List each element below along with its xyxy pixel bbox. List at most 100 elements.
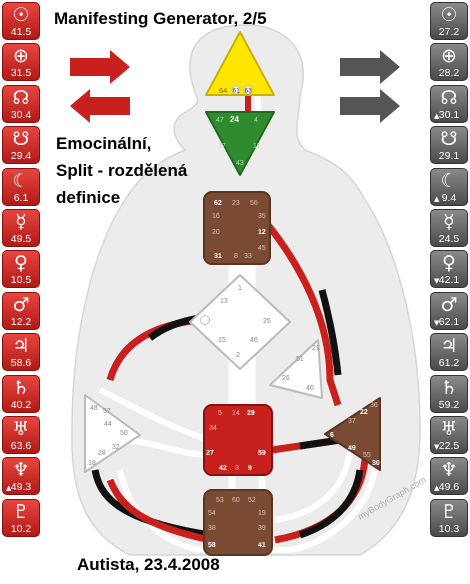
gate-label: 11 — [253, 143, 260, 150]
gate-line-value: 27.2 — [438, 26, 460, 38]
fixing-arrow-icon: ▼ — [434, 442, 440, 451]
gate-line-value: 41.5 — [10, 26, 32, 38]
fixing-arrow-icon: ▲ — [434, 484, 440, 493]
root-center: 53 60 52 54 19 38 39 58 41 — [203, 489, 273, 556]
neptune-icon: ♆ — [12, 459, 30, 482]
uranus-icon: ♅ — [12, 417, 30, 440]
gate-line-value: 49.5 — [10, 232, 32, 245]
ajna-center: 47 24 4 17 11 43 — [205, 111, 275, 176]
gate-line-value: 10.5 — [10, 274, 32, 287]
planet-south-node: ☋29.4 — [2, 126, 40, 165]
gate-line-value: 58.6 — [10, 357, 32, 370]
gate-label: 18 — [88, 460, 96, 467]
gate-label: 36 — [370, 402, 378, 409]
definition-line-1: Emocinální, — [56, 134, 152, 153]
design-arrow-left — [70, 89, 130, 123]
earth-icon: ⊕ — [441, 45, 457, 68]
gate-label: 35 — [258, 213, 266, 220]
mercury-icon: ☿ — [15, 210, 27, 233]
gate-label: 55 — [363, 452, 371, 459]
gate-label: 60 — [232, 497, 240, 504]
gate-label: 26 — [282, 375, 290, 382]
gate-label: 27 — [206, 450, 214, 457]
planet-north-node: ☊30.4 — [2, 84, 40, 123]
fixing-arrow-icon: ▼ — [434, 318, 440, 327]
gate-line-value: 49.3 — [10, 481, 32, 494]
gate-line-value: 63.6 — [10, 439, 32, 452]
gate-label: 51 — [296, 356, 304, 363]
pluto-icon: ♇ — [12, 500, 30, 523]
planet-south-node: ☋29.1 — [430, 126, 468, 165]
gate-label: 34 — [209, 425, 217, 432]
planet-mars: ♂12.2 — [2, 291, 40, 330]
gate-label: 17 — [218, 143, 226, 150]
gate-label: 58 — [208, 542, 216, 549]
gate-label: 48 — [90, 405, 98, 412]
gate-label: 23 — [232, 200, 240, 207]
gate-line-value: 29.4 — [10, 150, 32, 163]
gate-label: 42 — [219, 465, 227, 472]
mars-icon: ♂ — [440, 293, 458, 316]
gate-label: 62 — [214, 200, 222, 207]
planet-neptune: ♆▲49.6 — [430, 457, 468, 496]
south-node-icon: ☋ — [440, 128, 458, 151]
gate-line-value: 61.2 — [438, 357, 460, 370]
gate-label: 47 — [216, 117, 224, 124]
g-center: 1 13 25 15 46 2 — [189, 274, 291, 370]
planet-saturn: ♄59.2 — [430, 374, 468, 413]
gate-line-value: 29.1 — [438, 150, 460, 163]
planet-mars: ♂▼62.1 — [430, 291, 468, 330]
gate-line-value: 10.3 — [438, 522, 460, 535]
gate-line-value: 40.2 — [10, 398, 32, 411]
venus-icon: ♀ — [14, 252, 28, 275]
mars-icon: ♂ — [12, 293, 30, 316]
gate-line-value: 9.4 — [441, 191, 457, 204]
earth-icon: ⊕ — [13, 45, 29, 68]
spleen-center: 48 57 44 50 32 28 18 — [84, 394, 141, 473]
gate-label: 37 — [348, 418, 356, 425]
design-arrow-right — [70, 50, 130, 84]
gate-label: 50 — [120, 430, 128, 437]
gate-label: 57 — [103, 408, 111, 415]
fixing-arrow-icon: ▲ — [434, 194, 440, 203]
fixing-arrow-icon: ▼ — [434, 277, 440, 286]
gate-line-value: 6.1 — [13, 191, 29, 204]
jupiter-icon: ♃ — [12, 335, 30, 358]
planet-moon: ☾▲9.4 — [430, 167, 468, 206]
gate-line-value: 42.1 — [438, 274, 460, 287]
gate-label: 19 — [258, 510, 266, 517]
venus-icon: ♀ — [442, 252, 456, 275]
head-center: 64 61 63 — [205, 31, 275, 96]
design-column: ☉41.5⊕31.5☊30.4☋29.4☾6.1☿49.5♀10.5♂12.2♃… — [2, 2, 40, 540]
mercury-icon: ☿ — [443, 210, 455, 233]
gate-label: 13 — [220, 298, 228, 305]
gate-label: 30 — [372, 460, 380, 467]
gate-line-value: 24.5 — [438, 232, 460, 245]
gate-line-value: 28.2 — [438, 67, 460, 80]
gate-label: 38 — [208, 525, 216, 532]
gate-label: 46 — [250, 337, 258, 344]
solar-plexus-center: 36 22 37 6 49 55 30 — [324, 397, 381, 471]
planet-jupiter: ♃58.6 — [2, 333, 40, 372]
planet-earth: ⊕28.2 — [430, 43, 468, 82]
throat-center: 62 23 56 16 35 20 12 31 8 33 45 — [203, 191, 271, 265]
gate-label: 22 — [360, 409, 368, 416]
gate-label: 52 — [248, 497, 256, 504]
gate-label: 43 — [236, 160, 244, 167]
gate-line-value: 30.1 — [438, 108, 460, 121]
personality-column: ☉27.2⊕28.2☊▲30.1☋29.1☾▲9.4☿24.5♀▼42.1♂▼6… — [430, 2, 468, 540]
gate-label: 15 — [218, 337, 226, 344]
definition-line-3: definice — [56, 188, 121, 207]
gate-line-value: 59.2 — [438, 398, 460, 411]
chart-title: Manifesting Generator, 2/5 — [54, 9, 267, 28]
gate-label: 1 — [238, 285, 242, 292]
arrows — [70, 50, 400, 123]
planet-jupiter: ♃61.2 — [430, 333, 468, 372]
gate-label: 20 — [212, 229, 220, 236]
saturn-icon: ♄ — [440, 376, 458, 399]
gate-label: 32 — [112, 444, 120, 451]
uranus-icon: ♅ — [440, 417, 458, 440]
gate-label: 16 — [212, 213, 220, 220]
gate-line-value: 22.5 — [438, 439, 460, 452]
